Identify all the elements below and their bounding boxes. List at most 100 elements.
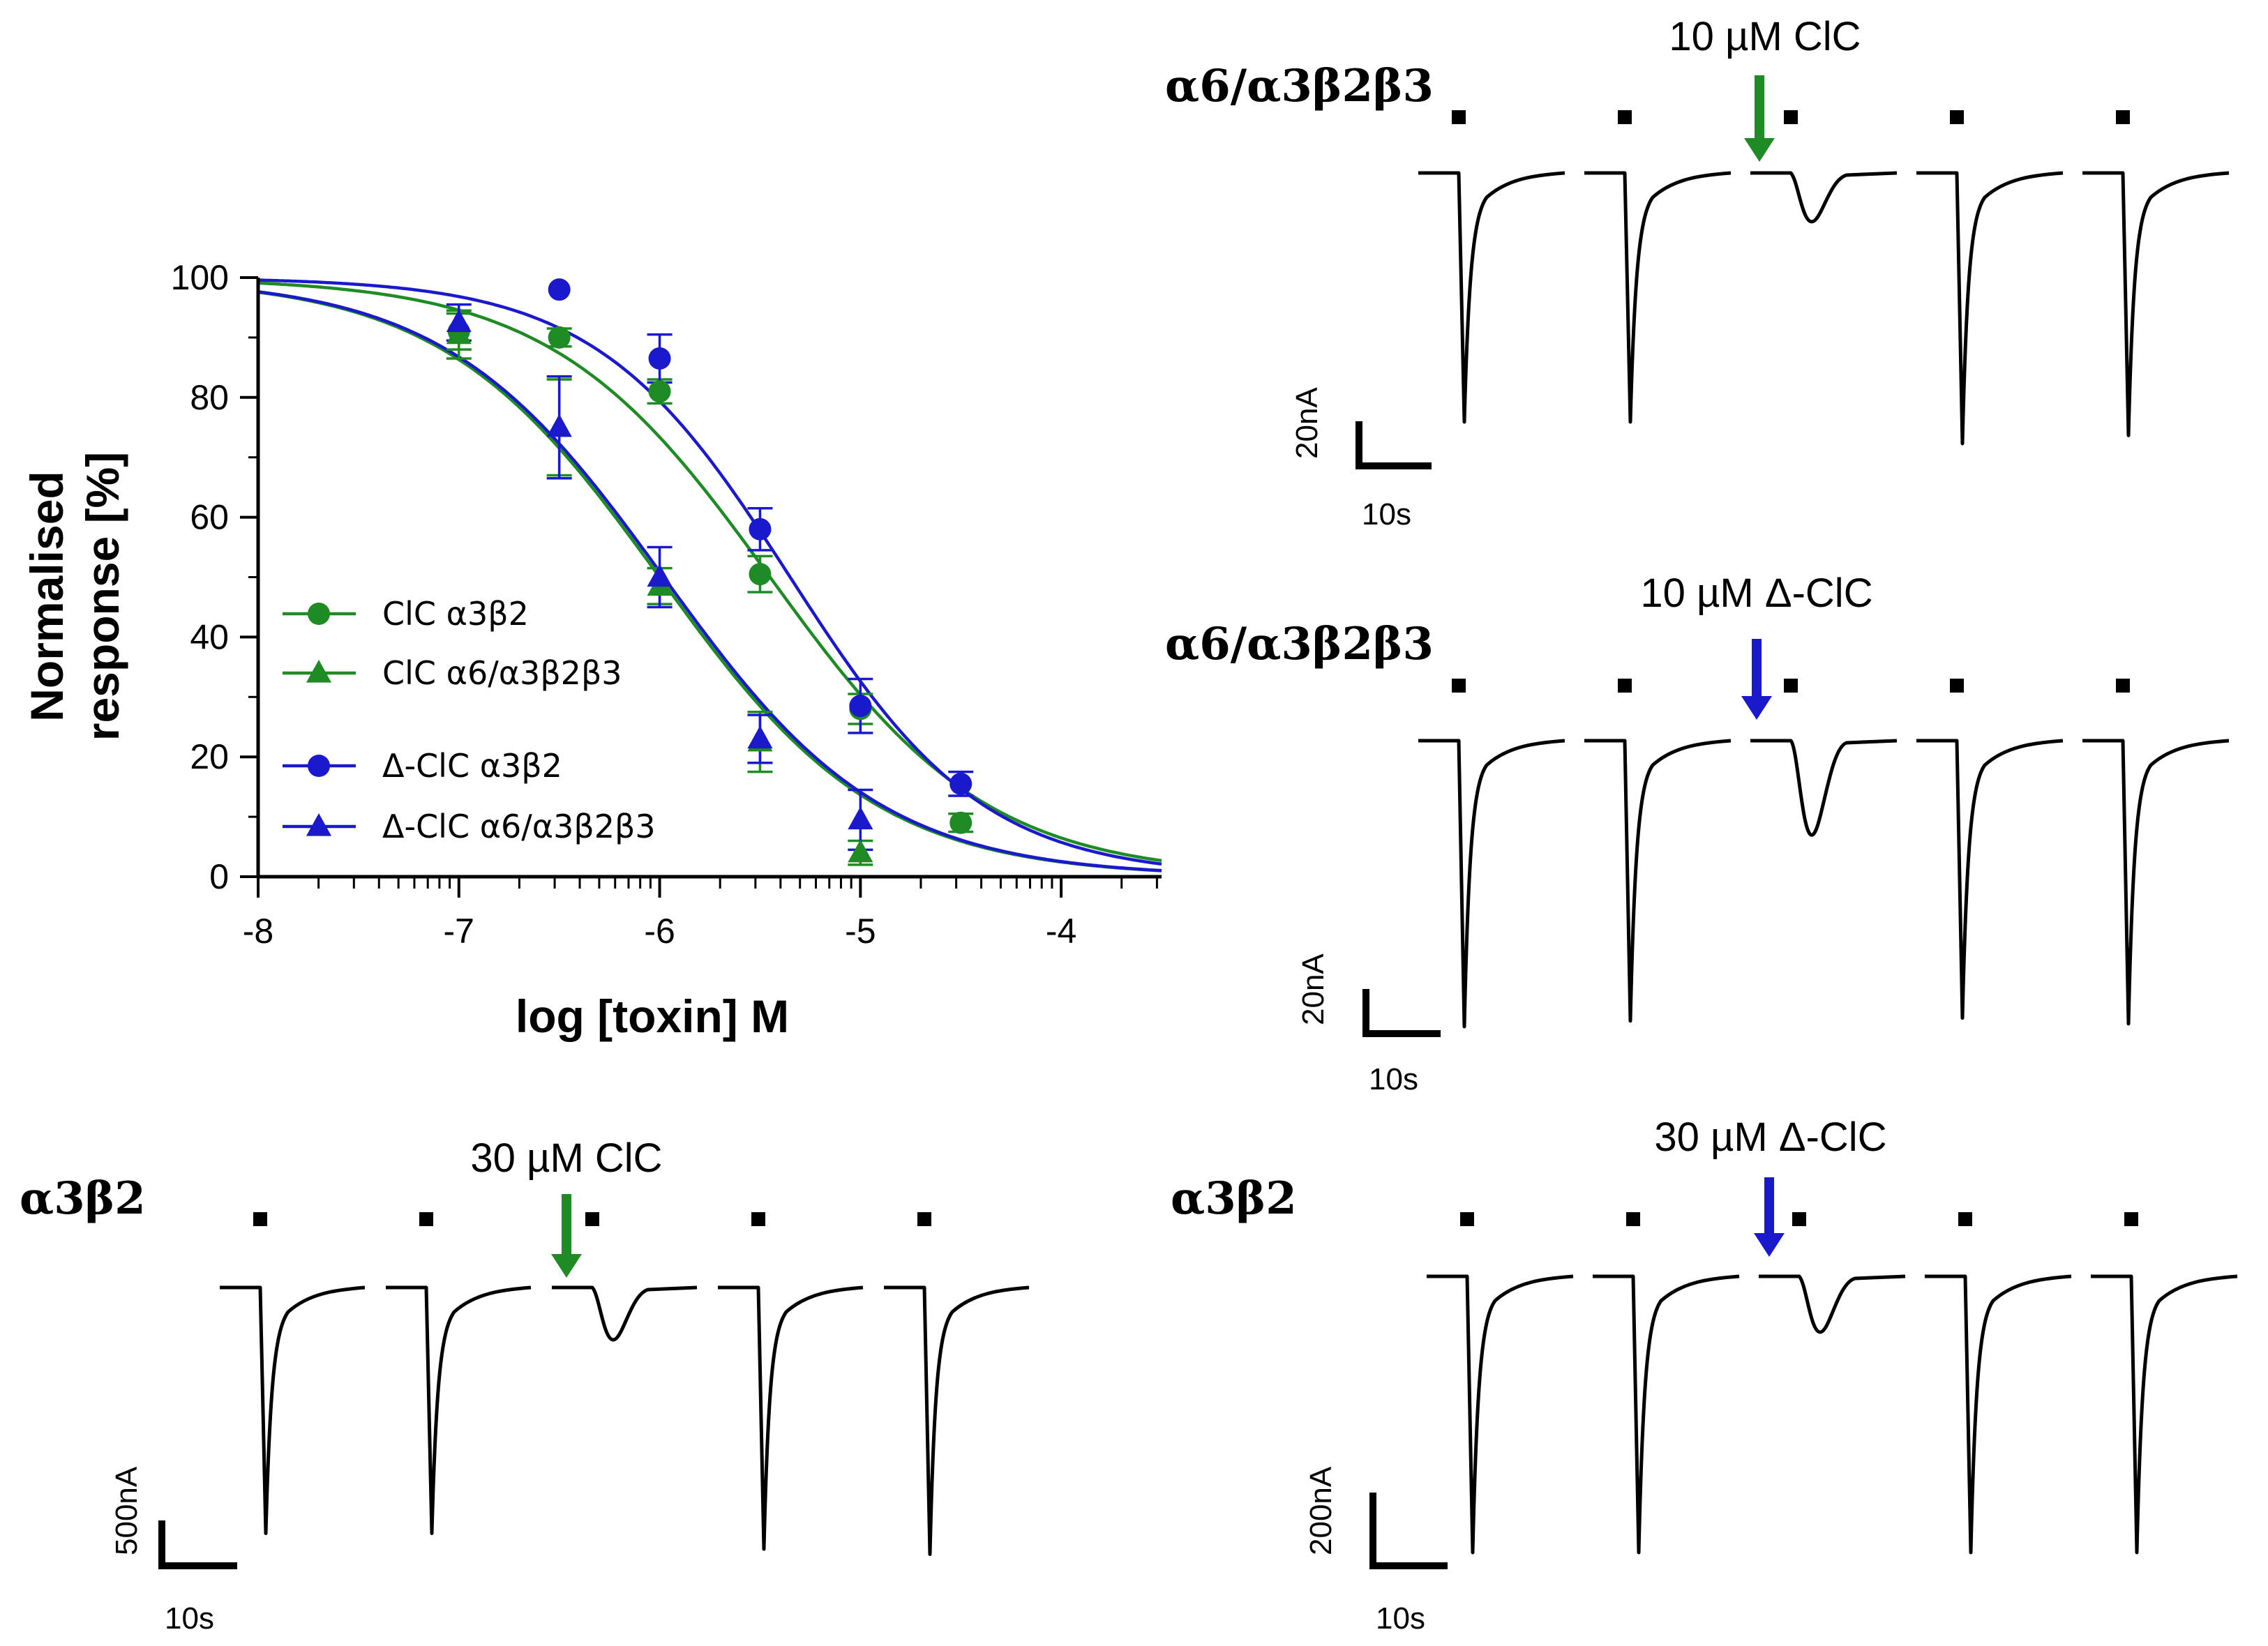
current-trace-segment <box>1916 739 2064 1020</box>
scale-bar <box>1369 1493 1448 1569</box>
application-marker-icon <box>1452 679 1466 693</box>
data-point-circle <box>648 380 671 403</box>
legend-entry: Δ-ClC α3β2 <box>283 747 562 785</box>
application-marker-icon <box>253 1212 267 1226</box>
current-trace-segment <box>2082 739 2230 1026</box>
current-trace-segment <box>1584 171 1732 424</box>
data-point-triangle <box>446 309 472 333</box>
receptor-label: α6/α3β2β3 <box>1165 60 1434 112</box>
application-marker-icon <box>2116 110 2130 124</box>
receptor-label: α3β2 <box>1171 1172 1297 1225</box>
trace-panel-tr-a6-clc: α6/α3β2β3 10 µM ClC 20nA 10s <box>1165 14 2230 531</box>
data-point-circle <box>949 811 972 834</box>
drug-label: 30 µM ClC <box>470 1135 662 1181</box>
drug-arrow-icon <box>1754 1177 1785 1257</box>
current-trace-segment <box>2091 1274 2238 1555</box>
fit-curve-series-3 <box>257 278 1162 866</box>
current-trace-segment <box>220 1285 366 1535</box>
application-marker-icon <box>751 1212 765 1226</box>
chart-axes <box>240 276 1162 898</box>
y-axis-title-line2: response [%] <box>77 452 128 741</box>
drug-arrow-icon <box>551 1194 582 1278</box>
application-marker-icon <box>1792 1212 1806 1226</box>
application-marker-icon <box>1950 110 1964 124</box>
data-point-triangle <box>647 564 673 587</box>
data-point-circle <box>849 695 872 718</box>
data-point-triangle <box>848 806 873 830</box>
data-point-triangle <box>446 321 472 345</box>
application-marker-icon <box>1958 1212 1972 1226</box>
x-tick-label: -6 <box>644 912 675 951</box>
fit-curve-series-1 <box>257 281 1162 863</box>
application-marker-icon <box>1618 110 1632 124</box>
amplitude-scale-label: 200nA <box>1304 1466 1338 1555</box>
application-marker-icon <box>1618 679 1632 693</box>
drug-arrow-icon <box>1741 639 1772 720</box>
y-tick-label: 20 <box>190 737 229 776</box>
application-marker-icon <box>917 1212 931 1226</box>
data-point-circle <box>548 278 571 301</box>
legend-label: Δ-ClC α6/α3β2β3 <box>382 808 656 845</box>
arrow-head <box>1754 1233 1785 1257</box>
y-tick-label: 60 <box>190 498 229 537</box>
application-marker-icon <box>1460 1212 1474 1226</box>
legend-entry: Δ-ClC α6/α3β2β3 <box>283 808 656 845</box>
current-trace-segment <box>1925 1274 2072 1555</box>
legend-marker-triangle <box>306 660 332 683</box>
data-point-circle <box>548 326 571 349</box>
data-point-triangle <box>546 414 572 437</box>
application-marker-icon <box>585 1212 599 1226</box>
trace-panel-tr-a3-dclc: α3β2 30 µM Δ-ClC 200nA 10s <box>1171 1115 2238 1636</box>
y-axis-title-line1: Normalised <box>21 471 73 721</box>
x-axis-title: log [toxin] M <box>516 990 789 1042</box>
y-tick-label: 0 <box>209 857 229 896</box>
current-trace-segment <box>1427 1274 1574 1555</box>
drug-arrow-icon <box>1744 75 1775 162</box>
current-trace-segment <box>884 1285 1030 1556</box>
amplitude-scale-label: 20nA <box>1290 387 1324 459</box>
application-marker-icon <box>1784 679 1798 693</box>
current-trace-segment <box>386 1285 532 1535</box>
application-marker-icon <box>419 1212 433 1226</box>
data-point-triangle <box>848 839 873 863</box>
receptor-label: α3β2 <box>20 1172 146 1225</box>
data-point-triangle <box>747 725 773 749</box>
application-marker-icon <box>1626 1212 1640 1226</box>
y-axis-title: Normalised response [%] <box>21 452 128 741</box>
legend-label: ClC α6/α3β2β3 <box>382 654 622 692</box>
drug-label: 10 µM ClC <box>1669 14 1861 59</box>
current-trace-segment <box>1916 171 2064 446</box>
drug-label: 10 µM Δ-ClC <box>1640 571 1872 616</box>
drug-label: 30 µM Δ-ClC <box>1654 1115 1886 1160</box>
time-scale-label: 10s <box>1369 1062 1418 1096</box>
current-trace-segment <box>1418 171 1565 424</box>
data-markers <box>446 278 972 863</box>
application-marker-icon <box>2116 679 2130 693</box>
time-scale-label: 10s <box>1376 1601 1425 1636</box>
y-tick-label: 40 <box>190 617 229 656</box>
data-point-circle <box>749 518 772 541</box>
current-traces: α6/α3β2β3 10 µM ClC 20nA 10s α6/α3β2β3 10 µM … <box>20 14 2238 1636</box>
scale-bar <box>158 1520 237 1569</box>
application-marker-icon <box>1784 110 1798 124</box>
time-scale-label: 10s <box>1362 497 1411 531</box>
legend-marker-circle <box>308 603 330 625</box>
data-point-circle <box>648 347 671 370</box>
current-trace-segment <box>2082 171 2230 437</box>
current-trace-segment <box>1759 1274 1906 1334</box>
x-tick-label: -5 <box>845 912 876 951</box>
legend-label: ClC α3β2 <box>382 595 529 633</box>
data-point-circle <box>749 563 772 586</box>
legend-marker-circle <box>308 755 330 777</box>
application-marker-icon <box>2124 1212 2138 1226</box>
receptor-label: α6/α3β2β3 <box>1165 618 1434 670</box>
current-trace-segment <box>1418 739 1565 1029</box>
amplitude-scale-label: 500nA <box>110 1466 144 1555</box>
current-trace-segment <box>552 1285 698 1342</box>
